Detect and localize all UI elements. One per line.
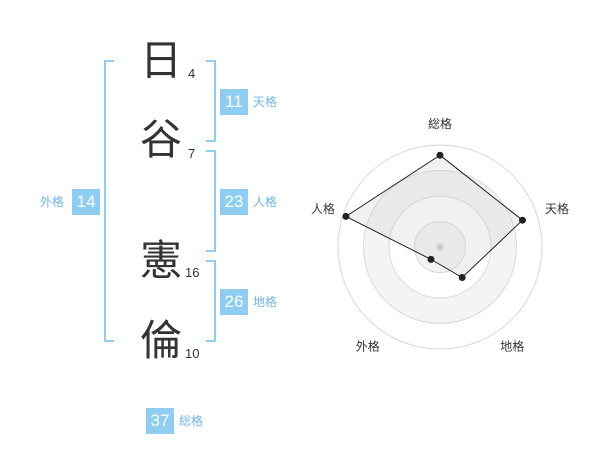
radar-axis-label-3: 地格 [500, 339, 524, 354]
radar-point-3 [458, 274, 466, 282]
name-char-1: 日 [140, 36, 183, 85]
soukaku-badge: 37 [146, 408, 174, 434]
tenkaku-bracket [206, 60, 216, 142]
radar-center-dot [436, 243, 444, 251]
name-char-2: 谷 [140, 115, 183, 164]
gaikaku-bracket [104, 60, 114, 342]
stroke-count-2: 7 [188, 146, 196, 161]
soukaku-label: 総格 [179, 414, 204, 428]
chikaku-label: 地格 [253, 295, 278, 309]
radar-point-4 [427, 255, 435, 263]
jinkaku-badge: 23 [220, 189, 248, 215]
radar-axis-label-5: 人格 [311, 201, 335, 216]
radar-series-polygon [344, 154, 524, 279]
radar-axis-label-4: 外格 [356, 339, 380, 354]
stroke-count-4: 10 [185, 346, 200, 361]
radar-point-1 [436, 151, 444, 159]
radar-point-2 [518, 216, 526, 224]
gaikaku-badge: 14 [72, 189, 100, 215]
tenkaku-badge: 11 [220, 89, 248, 115]
name-char-3: 憲 [140, 236, 183, 285]
jinkaku-label: 人格 [253, 195, 278, 209]
radar-axis-label-2: 天格 [545, 201, 569, 216]
chikaku-bracket [206, 260, 216, 342]
gaikaku-label: 外格 [40, 195, 65, 209]
tenkaku-label: 天格 [253, 95, 278, 109]
chikaku-badge: 26 [220, 289, 248, 315]
name-char-4: 倫 [140, 316, 183, 365]
stroke-count-1: 4 [188, 66, 196, 81]
stroke-count-3: 16 [185, 265, 200, 280]
radar-axis-label-1: 総格 [428, 116, 452, 131]
jinkaku-bracket [206, 150, 216, 252]
radar-point-5 [342, 212, 350, 220]
